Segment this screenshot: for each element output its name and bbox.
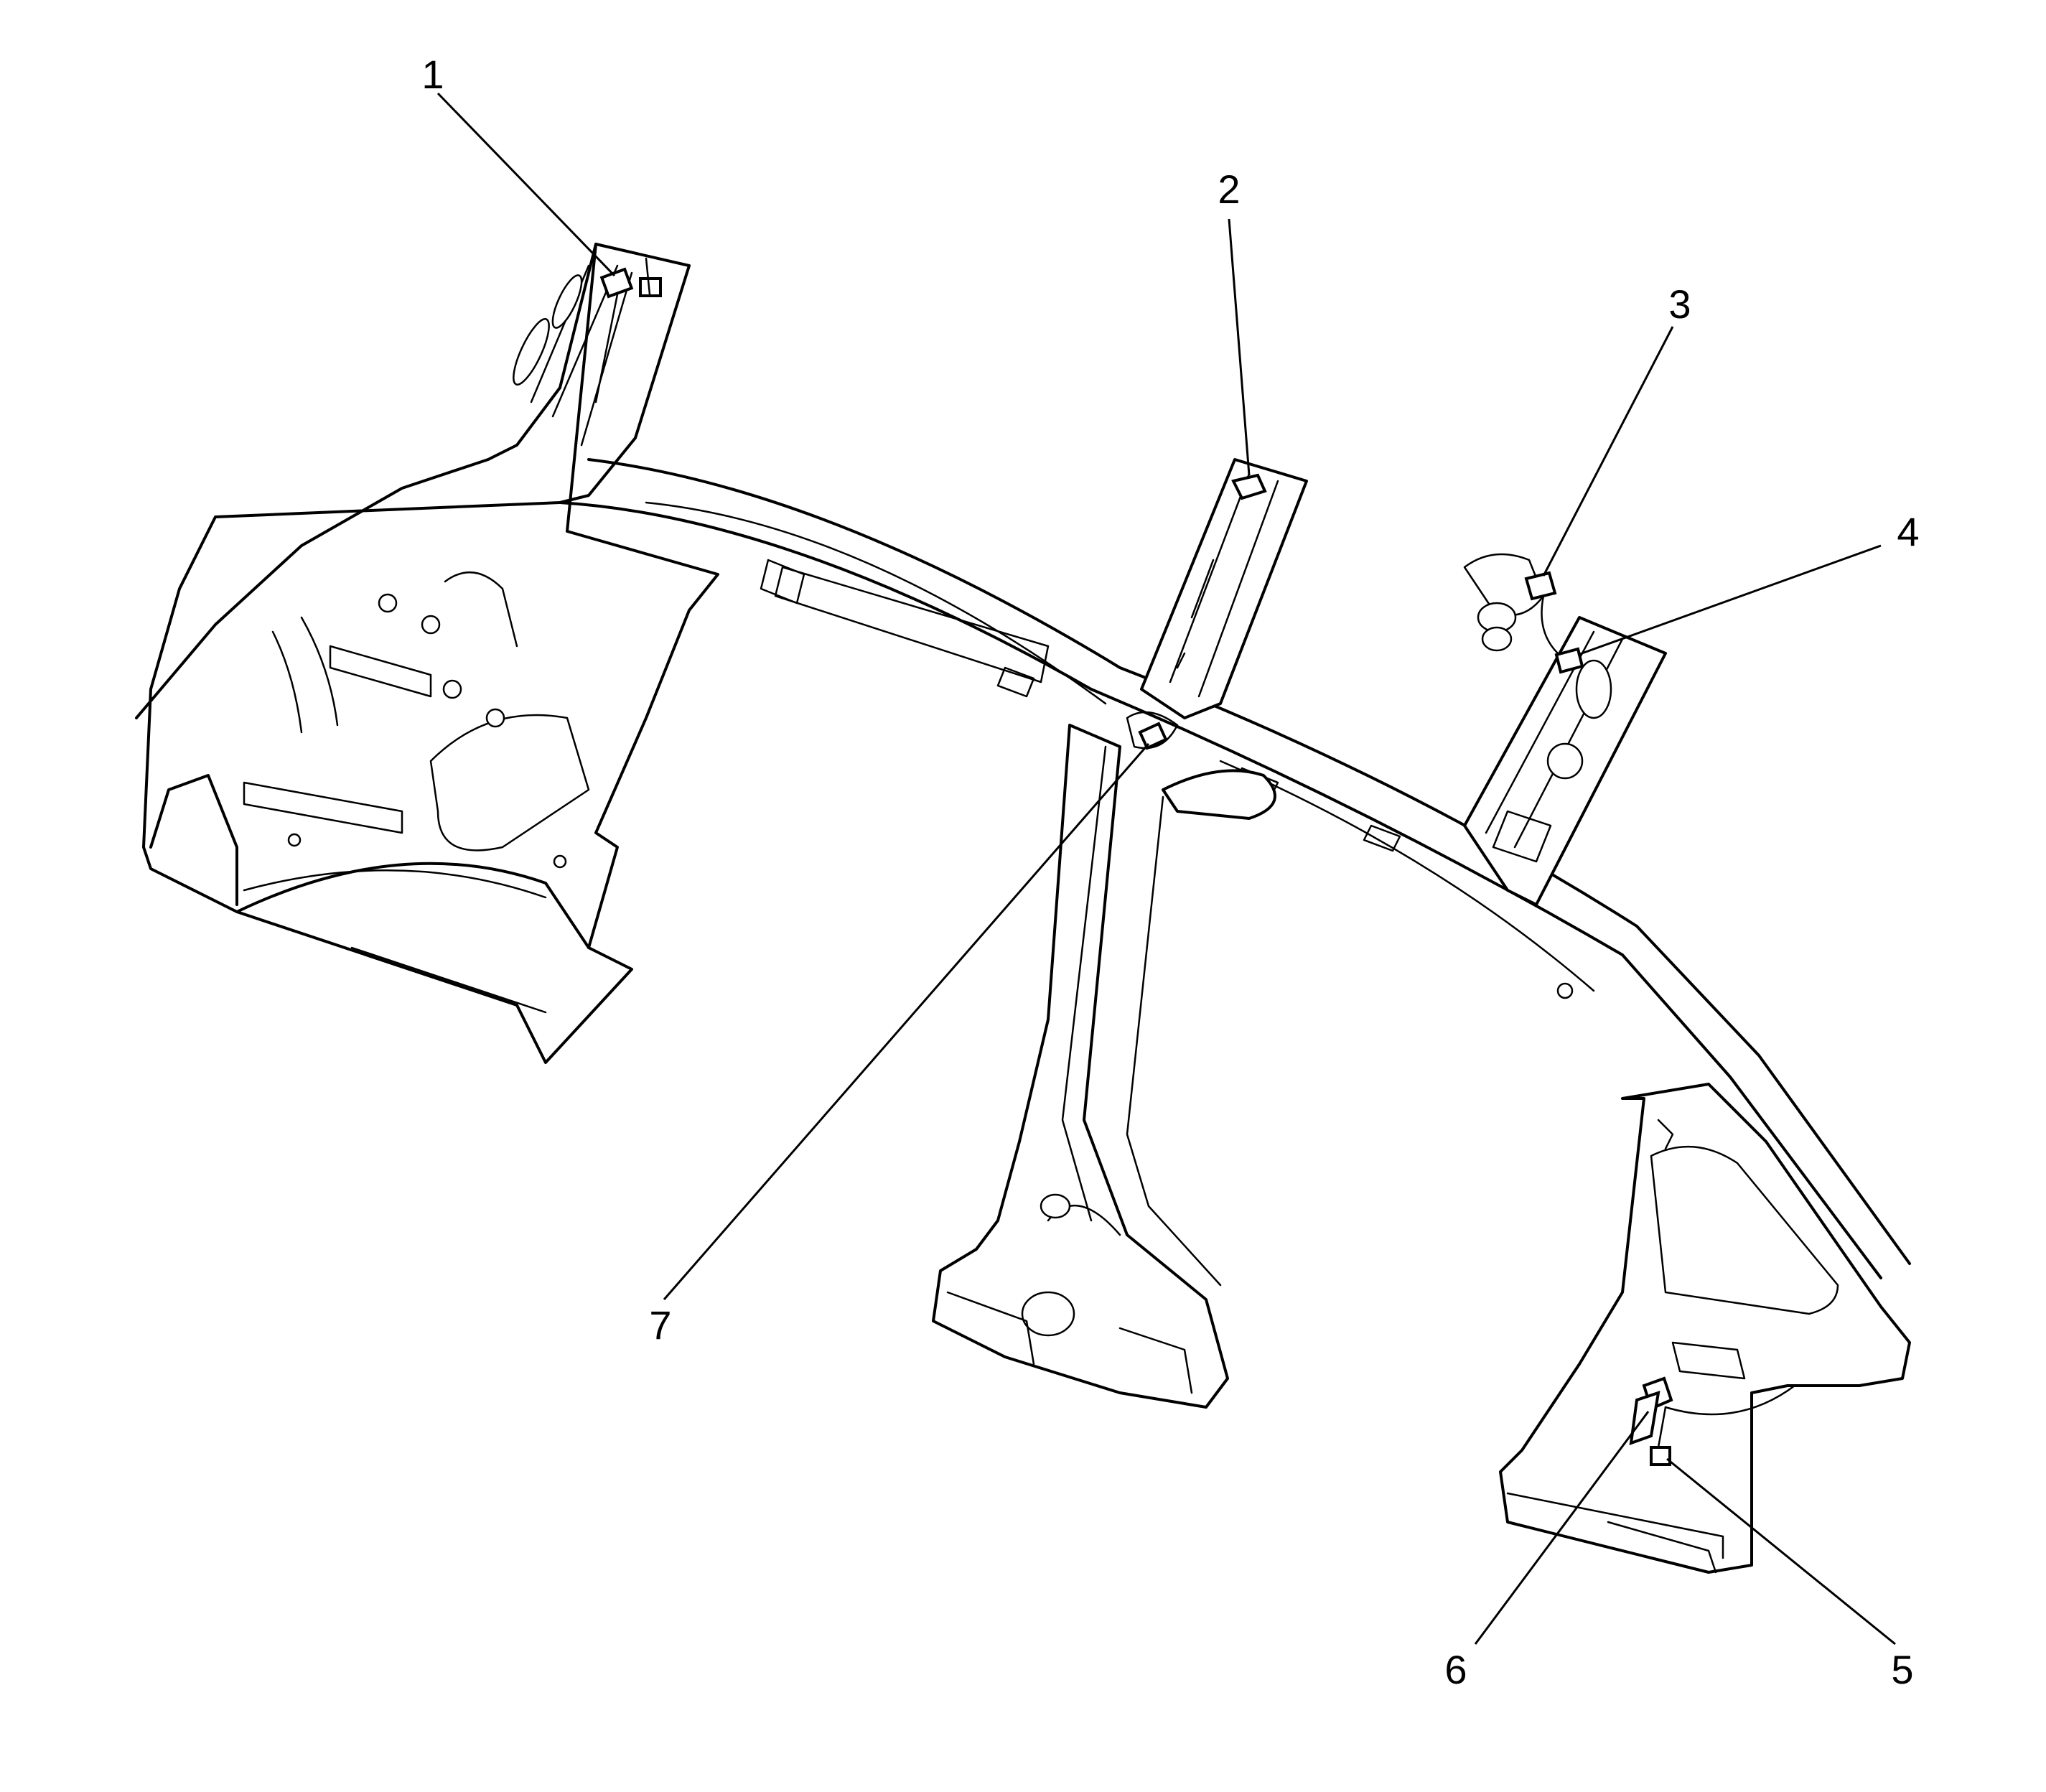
callout-5: 5 (1891, 1647, 1913, 1692)
callout-7: 7 (649, 1302, 671, 1348)
callout-1: 1 (421, 52, 444, 97)
callout-4: 4 (1897, 509, 1919, 554)
connector-3 (1524, 571, 1557, 601)
rear-body-side (1499, 1083, 1911, 1574)
leader-5 (1666, 1457, 1896, 1646)
connector-3-assembly (1463, 553, 1559, 655)
callout-6: 6 (1444, 1647, 1467, 1692)
leader-7 (663, 743, 1150, 1300)
connector-4 (1554, 647, 1584, 674)
leader-1 (436, 92, 616, 277)
leader-6 (1474, 1411, 1650, 1645)
c-pillar-upper (1463, 616, 1667, 906)
connector-2 (1231, 473, 1267, 500)
callout-labels: 1 2 3 4 5 6 7 (421, 52, 1919, 1692)
leader-2 (1228, 218, 1251, 476)
b-pillar-upper (1140, 458, 1308, 719)
leader-lines (436, 92, 1896, 1646)
callout-2: 2 (1218, 167, 1240, 212)
harness-connectors (594, 257, 1796, 1466)
leader-3 (1542, 326, 1674, 577)
b-pillar (932, 724, 1276, 1409)
callout-3: 3 (1668, 281, 1691, 327)
leader-4 (1577, 544, 1882, 656)
connector-5 (1650, 1446, 1671, 1466)
rear-quarter-panel (135, 243, 719, 1064)
